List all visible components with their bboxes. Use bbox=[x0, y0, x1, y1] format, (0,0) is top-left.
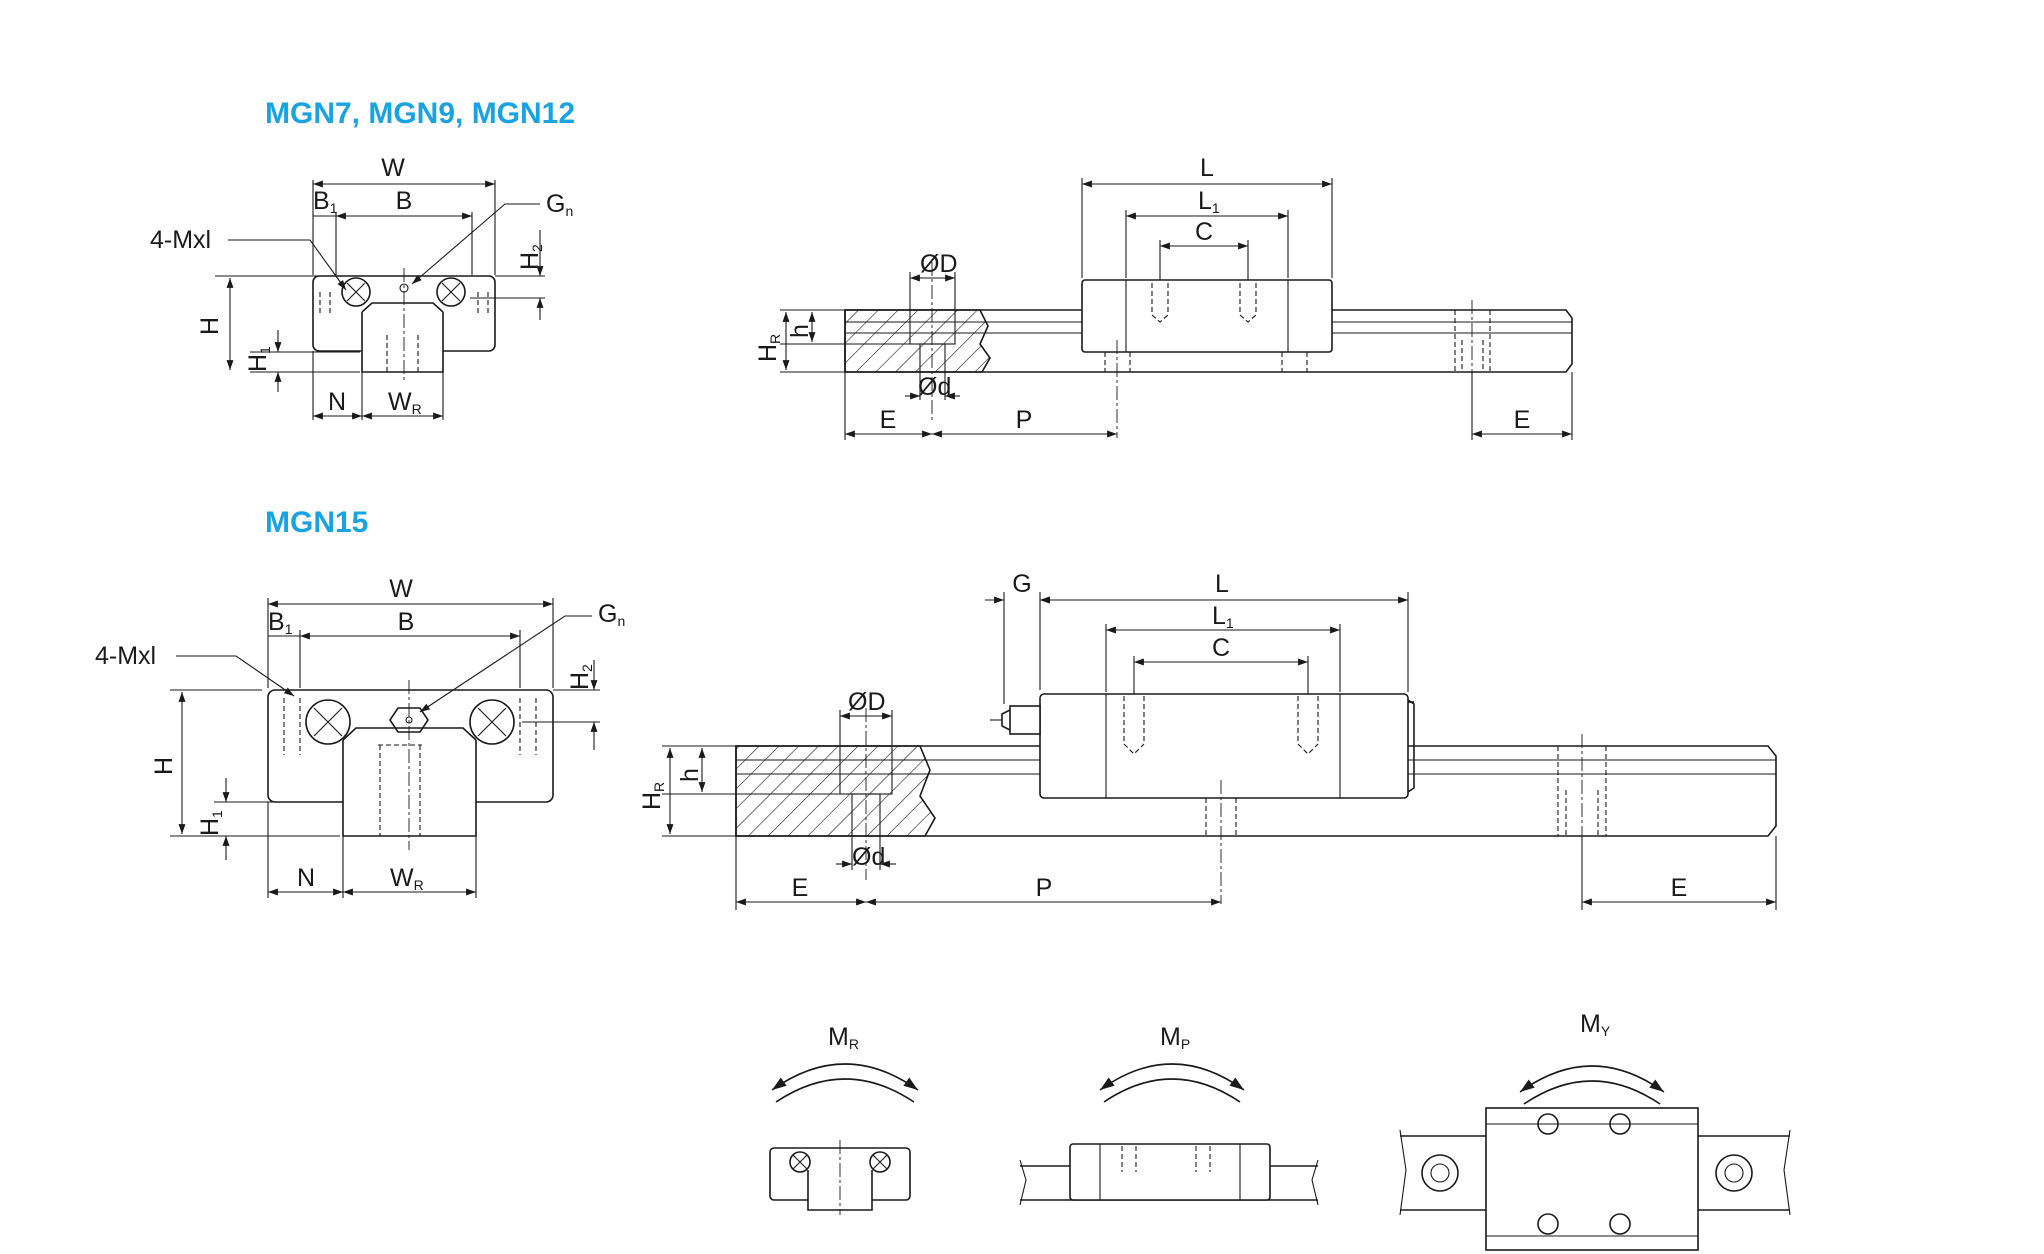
label-c: C bbox=[1195, 218, 1213, 246]
label-e: E bbox=[1514, 406, 1531, 434]
screw-icon bbox=[789, 1151, 811, 1173]
label-g: G bbox=[1012, 570, 1031, 598]
label-h1: H1 bbox=[244, 346, 273, 372]
end-view-small bbox=[215, 180, 545, 420]
label-l: L bbox=[1200, 154, 1214, 182]
label-wr: WR bbox=[388, 388, 422, 417]
bolt-hole-icon bbox=[1609, 1213, 1631, 1235]
label-p: P bbox=[1016, 406, 1033, 434]
side-view-large-labels: G L L1 C ØD Ød h HR E P E bbox=[638, 570, 1687, 902]
label-h: H bbox=[196, 317, 224, 335]
label-wr: WR bbox=[390, 864, 424, 893]
side-view-large bbox=[662, 592, 1777, 910]
label-h-rail: h bbox=[676, 768, 704, 782]
label-mount: 4-Mxl bbox=[95, 642, 156, 670]
label-l1: L1 bbox=[1198, 187, 1220, 216]
rail-hole-icon bbox=[1421, 1154, 1459, 1192]
label-e: E bbox=[880, 406, 897, 434]
moment-yaw-diagram bbox=[1399, 1065, 1791, 1251]
label-c: C bbox=[1212, 634, 1230, 662]
side-view-small bbox=[780, 178, 1573, 440]
screw-icon bbox=[436, 277, 466, 307]
moment-pitch-diagram bbox=[1019, 1063, 1319, 1206]
label-b1: B1 bbox=[313, 187, 338, 216]
bolt-hole-icon bbox=[1609, 1113, 1631, 1135]
screw-icon bbox=[341, 277, 371, 307]
label-n: N bbox=[297, 864, 315, 892]
label-hr: HR bbox=[638, 782, 667, 810]
label-mount: 4-Mxl bbox=[150, 226, 211, 254]
end-view-large bbox=[170, 598, 600, 898]
label-h-rail: h bbox=[786, 324, 814, 338]
label-n: N bbox=[328, 388, 346, 416]
label-e: E bbox=[1671, 874, 1688, 902]
label-gn: Gn bbox=[598, 600, 625, 629]
end-view-large-labels: W B B1 Gn 4-Mxl H H1 H2 N WR bbox=[95, 575, 625, 893]
side-view-small-labels: L L1 C ØD Ød h HR E P E bbox=[754, 154, 1530, 434]
label-h1: H1 bbox=[196, 810, 225, 836]
label-moment-roll: MR bbox=[828, 1023, 859, 1052]
label-moment-yaw: MY bbox=[1580, 1010, 1611, 1039]
label-w: W bbox=[381, 154, 405, 182]
label-hr: HR bbox=[754, 334, 783, 362]
label-d-small: Ød bbox=[852, 843, 885, 871]
label-h2: H2 bbox=[566, 664, 595, 690]
screw-icon bbox=[469, 699, 515, 745]
title-large-series: MGN15 bbox=[265, 506, 368, 539]
label-b: B bbox=[396, 187, 413, 215]
label-w: W bbox=[389, 575, 413, 603]
label-p: P bbox=[1036, 874, 1053, 902]
moment-roll-diagram bbox=[769, 1063, 919, 1215]
title-small-series: MGN7, MGN9, MGN12 bbox=[265, 97, 575, 130]
bolt-hole-icon bbox=[1537, 1113, 1559, 1135]
label-e: E bbox=[792, 874, 809, 902]
label-l: L bbox=[1215, 570, 1229, 598]
label-h2: H2 bbox=[516, 244, 545, 270]
label-d-large: ØD bbox=[920, 250, 958, 278]
screw-icon bbox=[869, 1151, 891, 1173]
label-moment-pitch: MP bbox=[1160, 1023, 1190, 1052]
screw-icon bbox=[305, 699, 351, 745]
label-b: B bbox=[398, 608, 415, 636]
label-b1: B1 bbox=[268, 608, 293, 637]
rail-hole-icon bbox=[1715, 1154, 1753, 1192]
label-h: H bbox=[150, 757, 178, 775]
label-d-small: Ød bbox=[918, 373, 951, 401]
label-l1: L1 bbox=[1212, 602, 1234, 631]
bolt-hole-icon bbox=[1537, 1213, 1559, 1235]
label-gn: Gn bbox=[546, 190, 573, 219]
end-view-small-labels: W B B1 Gn 4-Mxl H H1 H2 N WR bbox=[150, 154, 573, 417]
label-d-large: ØD bbox=[848, 688, 886, 716]
